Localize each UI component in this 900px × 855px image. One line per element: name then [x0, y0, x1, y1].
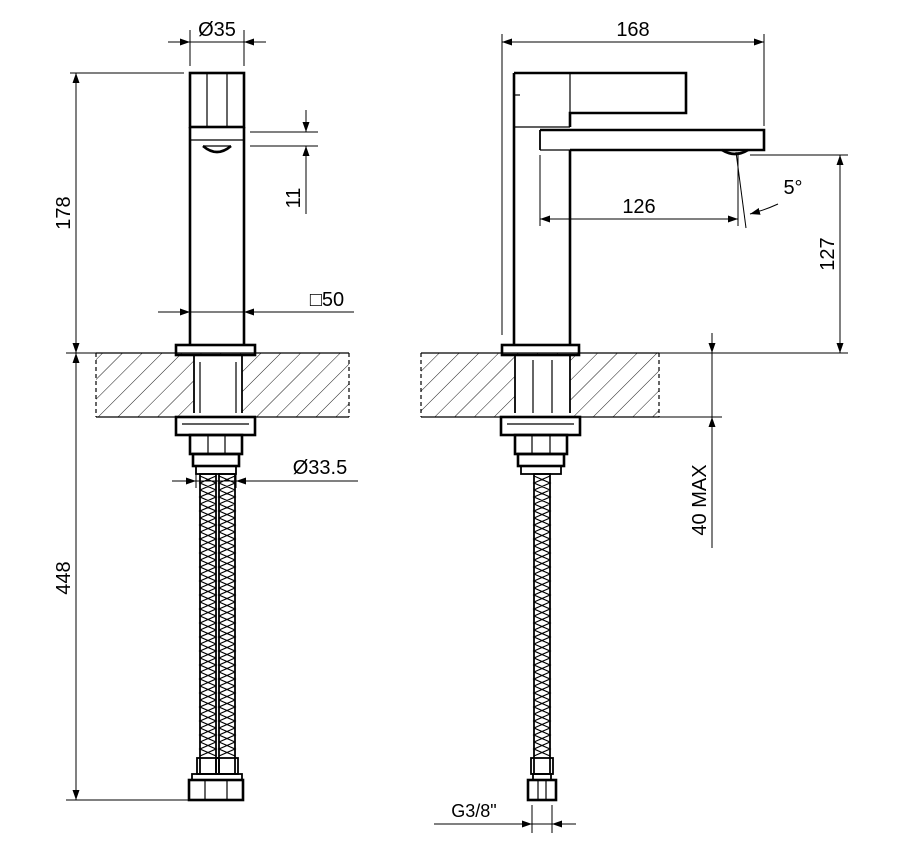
dim-hose-448: 448: [53, 353, 188, 801]
dim-diameter-shank: Ø33.5: [172, 457, 358, 488]
label-hose-length: 448: [53, 561, 75, 594]
front-hoses: [187, 473, 245, 802]
label-diameter-shank: Ø33.5: [293, 457, 347, 479]
countertop-right: [420, 352, 660, 418]
dim-height-127: 127: [659, 154, 848, 354]
label-max-thickness: 40 MAX: [689, 464, 711, 535]
dim-diameter-top: Ø35: [168, 19, 266, 66]
label-thread: G3/8": [451, 801, 496, 821]
label-diameter-top: Ø35: [198, 19, 236, 41]
label-body-square: □50: [310, 289, 344, 311]
dim-max-thickness: 40 MAX: [659, 333, 722, 548]
label-overall-length: 168: [616, 19, 649, 41]
dim-reach-126: 126 5°: [539, 151, 803, 229]
label-spout-height: 127: [817, 237, 839, 270]
dim-body-square: □50: [158, 289, 354, 345]
dim-offset-11: 11: [250, 110, 318, 214]
front-view-faucet: [174, 71, 257, 475]
countertop-left: [95, 352, 350, 418]
label-spout-reach: 126: [622, 196, 655, 218]
dim-overall-168: 168: [501, 19, 765, 335]
dim-height-178: 178: [53, 72, 184, 354]
label-height: 178: [53, 196, 75, 229]
dim-thread: G3/8": [434, 801, 576, 833]
label-offset: 11: [283, 188, 305, 209]
label-spout-angle: 5°: [783, 177, 802, 199]
side-view-faucet: [499, 71, 766, 802]
